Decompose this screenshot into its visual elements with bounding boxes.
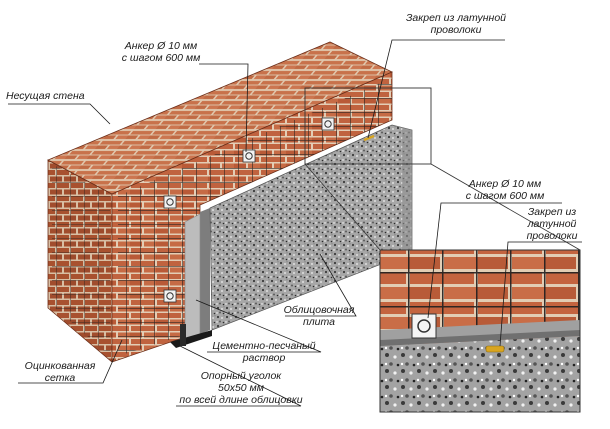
facing-slab-right (392, 125, 412, 254)
leader-wall (8, 103, 111, 125)
detail-connector (430, 163, 581, 251)
anchor-plate-icon (163, 195, 177, 209)
label-line: по всей длине облицовки (179, 394, 303, 406)
label-line: проволоки (526, 230, 578, 242)
leader-angle (176, 345, 302, 407)
label-line: латунной (527, 218, 577, 230)
detail-connector (304, 163, 381, 251)
leader-anchor-top (199, 63, 249, 153)
label-line: с шагом 600 мм (465, 190, 545, 202)
anchor-plate-icon (321, 117, 335, 131)
leader-clip-top (367, 39, 505, 139)
label-line: раствор (242, 352, 286, 364)
label-load-bearing-wall: Несущая стена (6, 90, 85, 102)
label-galvanized-mesh: Оцинкованная сетка (14, 360, 106, 384)
label-anchor-inset: Анкер Ø 10 мм с шагом 600 мм (450, 178, 560, 202)
label-support-angle: Опорный уголок 50х50 мм по всей длине об… (176, 370, 306, 406)
leader-mortar (195, 299, 322, 353)
label-line: Закреп из (527, 206, 577, 218)
anchor-plate-icon (242, 149, 256, 163)
label-brass-clip-top: Закреп из латунной проволоки (392, 12, 520, 36)
label-anchor-top: Анкер Ø 10 мм с шагом 600 мм (118, 40, 204, 64)
anchor-plate-icon (163, 289, 177, 303)
detail-inset (380, 250, 580, 412)
label-line: Облицовочная (283, 304, 355, 316)
label-line: Закреп из латунной (405, 12, 507, 24)
label-line: Оцинкованная (24, 360, 96, 372)
label-line: плита (302, 316, 335, 328)
brass-clip-icon (363, 134, 375, 142)
label-line: Анкер Ø 10 мм (468, 178, 542, 190)
cement-mortar-strip (184, 213, 201, 341)
label-line: проволоки (430, 24, 482, 36)
label-brass-clip-inset: Закреп из латунной проволоки (514, 206, 590, 242)
leader-clip-inset (499, 241, 582, 347)
leader-slab (285, 253, 357, 317)
label-line: с шагом 600 мм (121, 52, 201, 64)
label-line: 50х50 мм (218, 382, 264, 394)
label-line: Цементно-песчаный (212, 340, 316, 352)
support-angle-vertical (180, 324, 186, 346)
label-facing-slab: Облицовочная плита (280, 304, 358, 328)
detail-inset-border (379, 249, 581, 413)
detail-frame (304, 87, 432, 165)
label-line: Несущая стена (6, 90, 85, 102)
galvanized-mesh-side (52, 164, 110, 356)
leader-mesh (18, 339, 123, 384)
label-line: Анкер Ø 10 мм (124, 40, 198, 52)
facing-slab-edge (200, 208, 210, 334)
leader-anchor-inset (427, 202, 562, 319)
label-cement-mortar: Цементно-песчаный раствор (205, 340, 323, 364)
label-line: сетка (44, 372, 76, 384)
label-line: Опорный уголок (200, 370, 282, 382)
